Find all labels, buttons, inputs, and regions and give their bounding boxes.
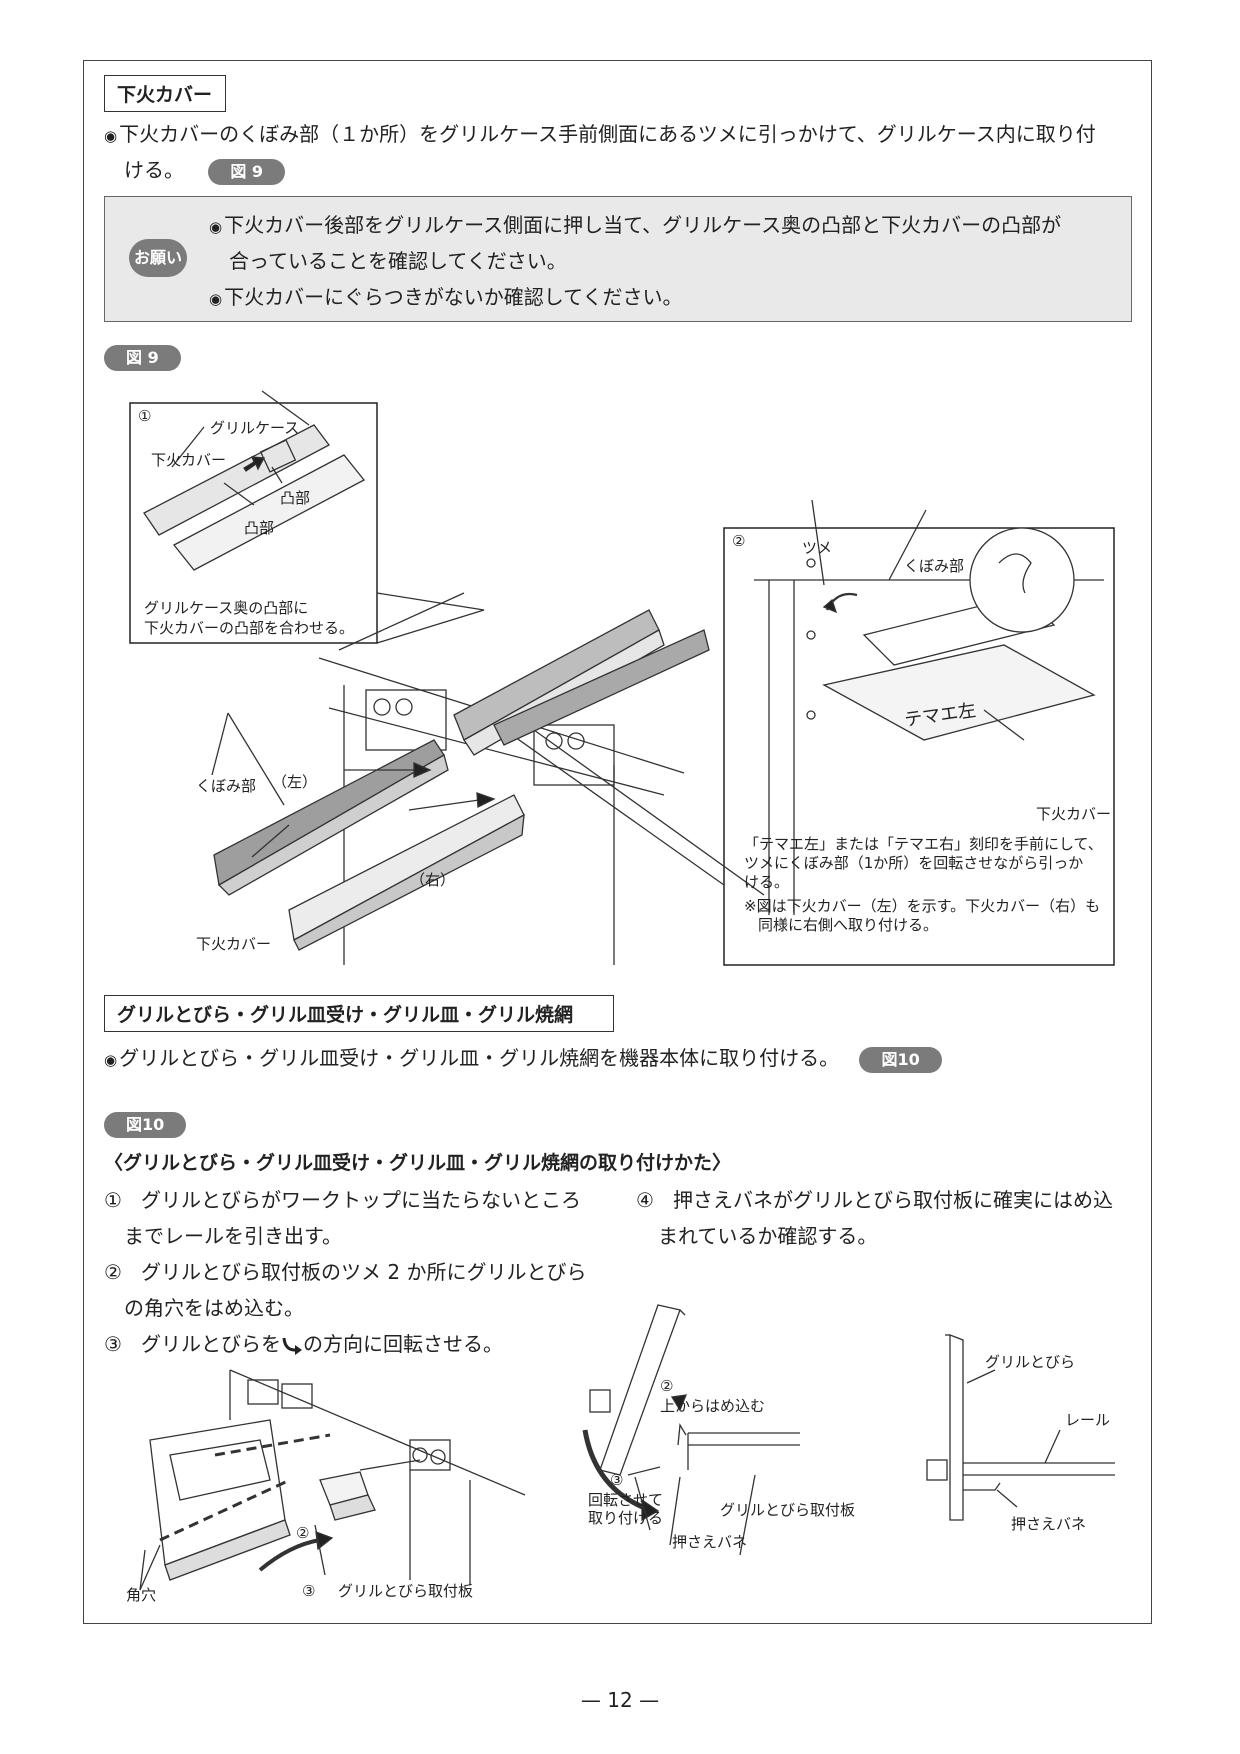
label-bump-a: 凸部	[280, 489, 311, 507]
figure-9-label: 図 9	[104, 345, 181, 371]
page-frame	[83, 60, 1152, 1624]
label-left-plate: グリルとびら取付板	[338, 1582, 474, 1600]
label-rotate-2: 取り付ける	[588, 1509, 664, 1527]
label-left-n3: ③	[302, 1582, 316, 1600]
step-4b: まれているか確認する。	[658, 1224, 878, 1248]
label-kubomi-inset2: くぼみ部	[904, 557, 965, 575]
inset2-note-3: ける。	[744, 873, 790, 891]
inset1-num: ①	[138, 407, 152, 425]
figure-10-middle-svg	[582, 1304, 800, 1556]
label-lower-cover: 下火カバー	[196, 935, 272, 953]
instruction-grill-door: ◉グリルとびら・グリル皿受け・グリル皿・グリル焼網を機器本体に取り付ける。 図1…	[104, 1040, 1144, 1078]
section-title-lower-cover: 下火カバー	[104, 75, 226, 112]
label-lower-cover-inset2: 下火カバー	[1036, 805, 1112, 823]
notice-text-2: 下火カバーにぐらつきがないか確認してください。	[224, 285, 683, 309]
label-mid-spring: 押さえバネ	[672, 1533, 748, 1551]
notice-line-1b: 合っていることを確認してください。	[229, 249, 567, 273]
label-rotate-1: 回転させて	[588, 1491, 664, 1509]
instruction-lower-cover: ◉下火カバーのくぼみ部（１か所）をグリルケース手前側面にあるツメに引っかけて、グ…	[104, 116, 1144, 154]
step-2-text-a: グリルとびら取付板のツメ 2 か所にグリルとびら	[141, 1260, 587, 1284]
notice-line-2: ◉下火カバーにぐらつきがないか確認してください。	[209, 279, 683, 317]
label-left: （左）	[272, 773, 318, 791]
inset2-note-2: ツメにくぼみ部（1か所）を回転させながら引っか	[744, 854, 1084, 872]
step-4-text-a: 押さえバネがグリルとびら取付板に確実にはめ込	[673, 1188, 1114, 1212]
figure-10-pill: 図10	[104, 1112, 187, 1138]
label-from-top: 上からはめ込む	[660, 1397, 766, 1415]
instruction-text-grill: グリルとびら・グリル皿受け・グリル皿・グリル焼網を機器本体に取り付ける。	[119, 1046, 840, 1070]
label-lower-cover-inset1: 下火カバー	[151, 451, 227, 469]
figure-10-right: グリルとびら レール 押さえバネ	[915, 1325, 1115, 1535]
step-4-num: ④	[636, 1188, 654, 1212]
figure-10-middle: ② 上からはめ込む ③ 回転させて 取り付ける グリルとびら取付板 押さえバネ	[580, 1295, 880, 1570]
label-mid-n2: ②	[660, 1377, 674, 1395]
notice-box: お願い ◉下火カバー後部をグリルケース側面に押し当て、グリルケース奥の凸部と下火…	[104, 196, 1132, 322]
label-mid-plate: グリルとびら取付板	[720, 1501, 856, 1519]
inset2-num: ②	[732, 532, 746, 550]
step-1-num: ①	[104, 1188, 122, 1212]
inset2-note-4: ※図は下火カバー（左）を示す。下火カバー（右）も	[744, 897, 1101, 915]
figure-10-label: 図10	[104, 1112, 187, 1138]
step-3-num: ③	[104, 1332, 122, 1356]
subheading-how-to: 〈グリルとびら・グリル皿受け・グリル皿・グリル焼網の取り付けかた〉	[104, 1152, 732, 1174]
label-grill-case: グリルケース	[210, 419, 300, 437]
inset2-note-5: 同様に右側へ取り付ける。	[758, 916, 939, 934]
bullet-icon: ◉	[104, 127, 118, 145]
label-left-n2: ②	[296, 1524, 310, 1542]
label-rail: レール	[1065, 1411, 1111, 1429]
step-1-text-a: グリルとびらがワークトップに当たらないところ	[141, 1188, 582, 1212]
fig-ref-9[interactable]: 図 9	[208, 159, 286, 185]
notice-line-1: ◉下火カバー後部をグリルケース側面に押し当て、グリルケース奥の凸部と下火カバーの…	[209, 207, 1061, 245]
step-2-num: ②	[104, 1260, 122, 1284]
figure-9-svg	[129, 390, 1115, 966]
label-bump-b: 凸部	[244, 519, 275, 537]
step-1: ① グリルとびらがワークトップに当たらないところ	[104, 1182, 624, 1218]
step-3: ③ グリルとびらをの方向に回転させる。	[104, 1326, 644, 1362]
notice-text-1: 下火カバー後部をグリルケース側面に押し当て、グリルケース奥の凸部と下火カバーの凸…	[224, 213, 1062, 237]
step-1b: までレールを引き出す。	[124, 1224, 342, 1248]
inset2-note-1: 「テマエ左」または「テマエ右」刻印を手前にして、	[744, 835, 1103, 853]
bullet-icon: ◉	[209, 290, 223, 308]
label-mid-n3: ③	[610, 1471, 624, 1489]
rotate-arrow-icon	[282, 1337, 303, 1355]
figure-9-pill: 図 9	[104, 345, 181, 371]
instruction-lower-cover-2: ける。 図 9	[124, 152, 286, 188]
notice-badge: お願い	[129, 239, 187, 277]
figure-10-left-svg	[139, 1369, 526, 1591]
label-tsume: ツメ	[802, 539, 833, 557]
label-kakuana: 角穴	[126, 1586, 157, 1604]
inset1-caption-1: グリルケース奥の凸部に	[144, 599, 309, 617]
bullet-icon: ◉	[209, 218, 223, 236]
instruction-text-a: 下火カバーのくぼみ部（１か所）をグリルケース手前側面にあるツメに引っかけて、グリ…	[119, 122, 1096, 146]
label-grill-door: グリルとびら	[985, 1353, 1076, 1371]
figure-10-right-svg	[926, 1334, 1115, 1521]
step-3-text-a: グリルとびらを	[141, 1332, 282, 1356]
instruction-text-b: ける。	[124, 158, 184, 182]
figure-10-left: 角穴 ② ③ グリルとびら取付板	[120, 1360, 530, 1604]
step-4: ④ 押さえバネがグリルとびら取付板に確実にはめ込	[636, 1182, 1136, 1218]
fig-ref-10[interactable]: 図10	[859, 1047, 942, 1073]
step-2: ② グリルとびら取付板のツメ 2 か所にグリルとびら	[104, 1254, 624, 1290]
section-title-grill-door: グリルとびら・グリル皿受け・グリル皿・グリル焼網	[104, 995, 614, 1032]
bullet-icon: ◉	[104, 1051, 118, 1069]
inset1-caption-2: 下火カバーの凸部を合わせる。	[144, 619, 355, 637]
step-3-text-b: の方向に回転させる。	[303, 1332, 504, 1356]
label-right-spring: 押さえバネ	[1011, 1515, 1087, 1533]
page-number: — 12 —	[580, 1688, 660, 1712]
label-kubomi: くぼみ部	[196, 777, 257, 795]
step-2b: の角穴をはめ込む。	[124, 1296, 304, 1320]
figure-9-illustration: ① グリルケース 下火カバー 凸部 凸部 グリルケース奥の凸部に 下火カバーの凸…	[104, 390, 1124, 985]
label-right: （右）	[410, 871, 456, 889]
